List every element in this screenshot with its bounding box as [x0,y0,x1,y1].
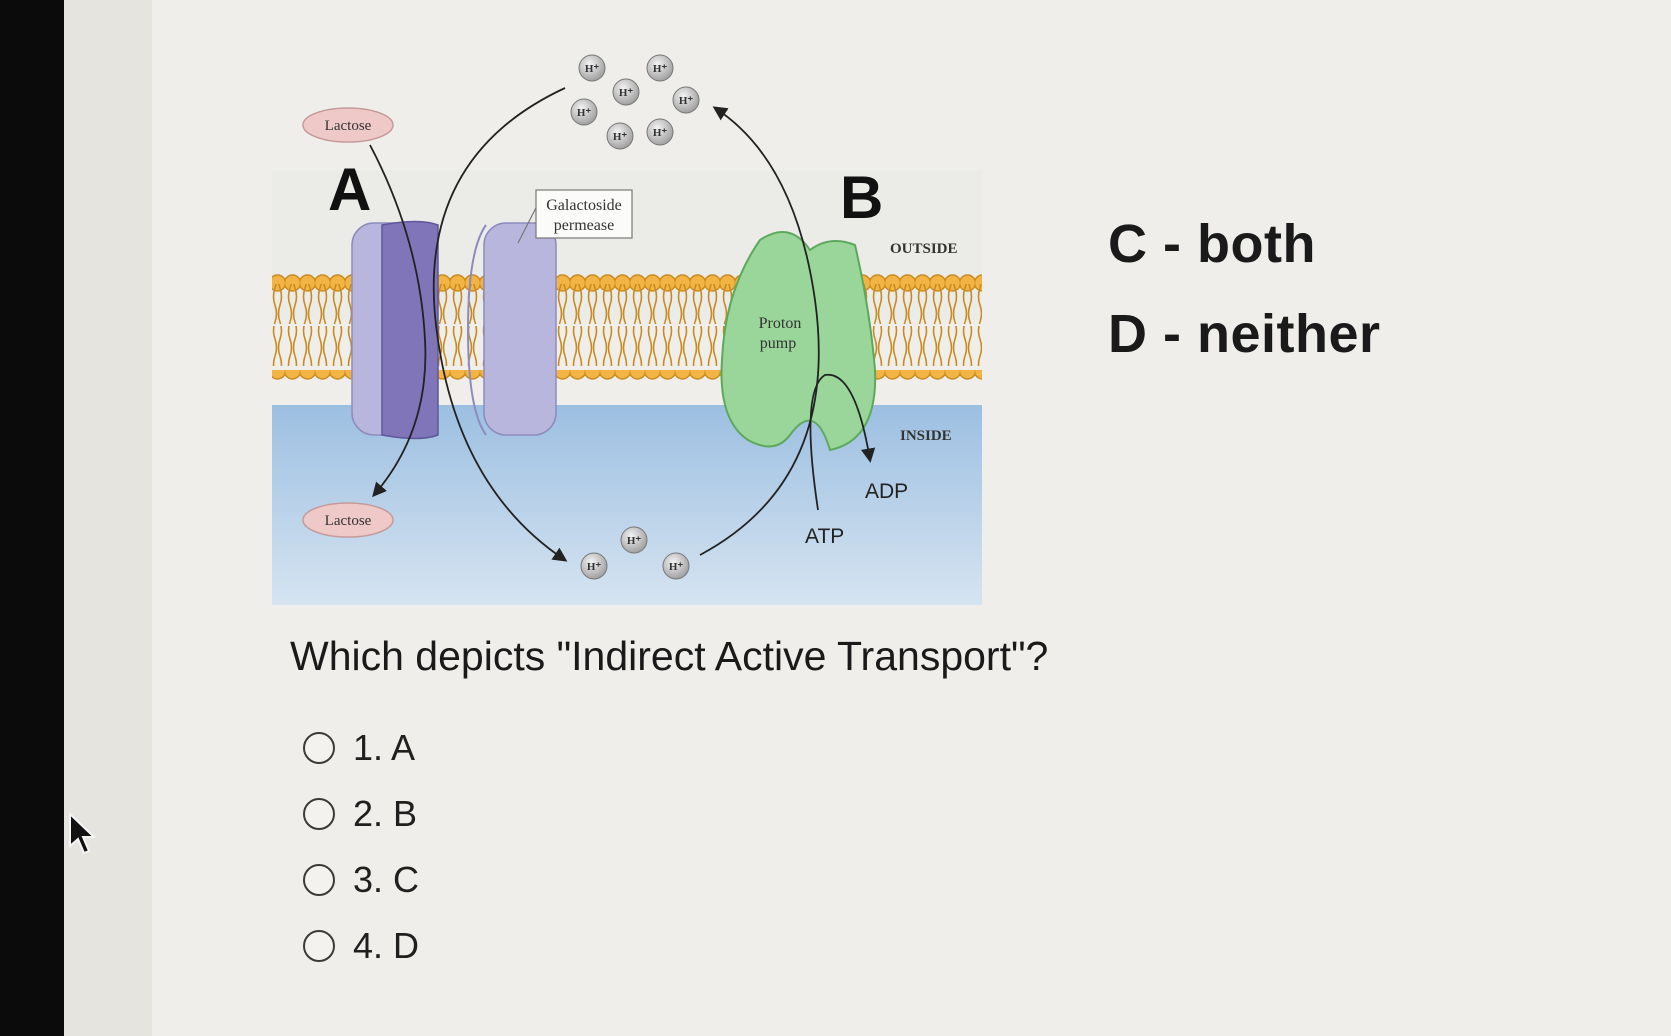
option-label: 3. C [353,859,420,900]
proton-label: H⁺ [679,95,694,107]
transport-arrows [369,87,876,562]
option-2[interactable]: 2. B [303,793,417,835]
lactose-inside-oval [302,502,394,538]
option-label: 1. A [353,727,416,768]
galactoside-label-line1: Galactoside [546,197,622,214]
proton-label: H⁺ [619,87,634,99]
lactose-bottom-label: Lactose [325,513,372,529]
proton-label: H⁺ [585,63,600,75]
radio-button[interactable] [303,732,335,764]
adp-label: ADP [865,480,908,503]
proton-label: H⁺ [653,127,668,139]
proton-pump-label-line1: Proton [759,315,802,332]
option-label: 4. D [353,925,420,966]
label-b: B [840,164,883,231]
proton-label: H⁺ [669,561,684,573]
proton-pump-shape [720,231,877,452]
proton-label: H⁺ [627,535,642,547]
page-gutter [64,0,152,1036]
proton-label: H⁺ [577,107,592,119]
inside-region [272,405,982,605]
galactoside-label-box [535,189,633,239]
proton-ions [570,54,700,580]
galactoside-permease [351,220,557,440]
proton-pump-label-line2: pump [760,335,796,352]
legend-c: C - both [1108,214,1316,274]
outside-label: OUTSIDE [890,241,958,257]
lactose-top-label: Lactose [325,118,372,134]
transport-diagram: H⁺ H⁺ H⁺ H⁺ H⁺ H⁺ H⁺ H⁺ H⁺ H⁺ A B Lactos… [272,54,982,605]
legend-d: D - neither [1108,304,1381,364]
option-3[interactable]: 3. C [303,859,419,901]
option-label: 2. B [353,793,418,834]
label-a: A [328,156,371,223]
proton-label: H⁺ [613,131,628,143]
galactoside-label-line2: permease [554,217,614,234]
proton-label: H⁺ [587,561,602,573]
proton-label: H⁺ [653,63,668,75]
radio-button[interactable] [303,864,335,896]
atp-label: ATP [805,525,844,548]
lactose-outside-oval [302,107,394,143]
option-1[interactable]: 1. A [303,727,415,769]
question-text: Which depicts "Indirect Active Transport… [290,633,1049,679]
radio-button[interactable] [303,798,335,830]
mouse-cursor-icon [69,812,97,855]
screen-bezel [0,0,64,1036]
option-4[interactable]: 4. D [303,925,419,967]
radio-button[interactable] [303,930,335,962]
inside-label: INSIDE [900,428,952,444]
